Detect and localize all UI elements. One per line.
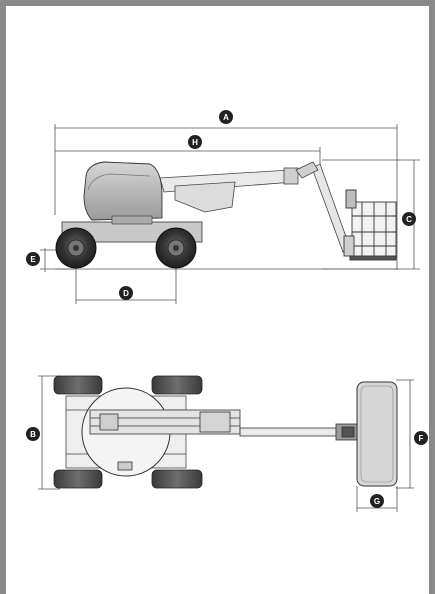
wheel-rear: [55, 227, 97, 269]
label-b: B: [26, 427, 40, 441]
tyre-front-left: [151, 375, 203, 395]
svg-text:B: B: [30, 430, 36, 439]
label-g: G: [370, 494, 384, 508]
svg-text:F: F: [419, 434, 424, 443]
boom-arm: [159, 161, 351, 253]
label-a: A: [219, 110, 233, 124]
platform-top: [356, 381, 398, 487]
label-h: H: [188, 135, 202, 149]
label-c: C: [402, 212, 416, 226]
tyre-rear-right: [53, 469, 103, 489]
tyre-front-right: [151, 469, 203, 489]
tyre-rear-left: [53, 375, 103, 395]
svg-text:A: A: [223, 113, 229, 122]
svg-text:E: E: [30, 255, 36, 264]
top-view: [38, 375, 414, 512]
svg-text:D: D: [123, 289, 129, 298]
svg-text:H: H: [192, 138, 198, 147]
label-f: F: [414, 431, 428, 445]
label-d: D: [119, 286, 133, 300]
boom-top: [89, 409, 361, 471]
side-view: [40, 124, 420, 304]
svg-text:C: C: [406, 215, 412, 224]
wheel-front: [155, 227, 197, 269]
platform-basket: [343, 189, 397, 261]
label-e: E: [26, 252, 40, 266]
svg-text:G: G: [374, 497, 380, 506]
